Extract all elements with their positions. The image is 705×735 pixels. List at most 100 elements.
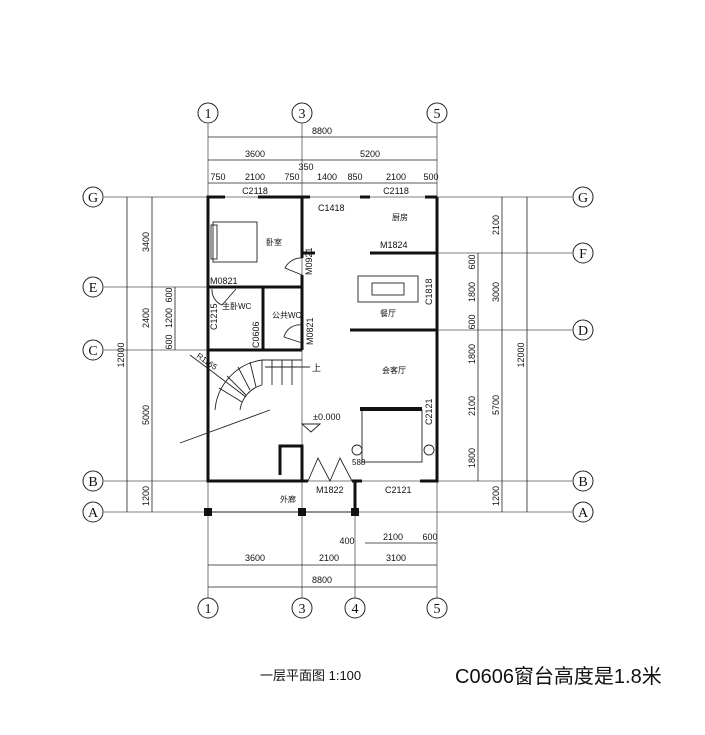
svg-text:600: 600 bbox=[164, 334, 174, 349]
axis-bubble-left-G: G bbox=[82, 186, 104, 208]
axis-bubble-left-C: C bbox=[82, 339, 104, 361]
svg-text:5: 5 bbox=[434, 107, 441, 122]
staircase bbox=[179, 354, 310, 444]
opening-labels: C2118 C2118 C1418 M1824 M0821 M0921 C121… bbox=[195, 186, 434, 495]
svg-text:A: A bbox=[578, 506, 589, 521]
room-dining: 餐厅 bbox=[380, 309, 396, 318]
svg-text:A: A bbox=[88, 506, 99, 521]
bottom-dimensions: 400 2100 600 3600 2100 3100 8800 bbox=[208, 532, 438, 588]
svg-text:600: 600 bbox=[422, 532, 437, 542]
svg-text:8800: 8800 bbox=[312, 126, 332, 136]
svg-text:B: B bbox=[578, 475, 587, 490]
svg-text:1200: 1200 bbox=[491, 486, 501, 506]
walls bbox=[204, 195, 439, 516]
svg-text:M0921: M0921 bbox=[304, 247, 314, 275]
svg-text:1: 1 bbox=[205, 602, 212, 617]
axis-bubble-bottom-4: 4 bbox=[344, 597, 366, 619]
svg-text:2100: 2100 bbox=[319, 553, 339, 563]
svg-text:12000: 12000 bbox=[116, 342, 126, 367]
svg-text:5000: 5000 bbox=[141, 405, 151, 425]
svg-text:2400: 2400 bbox=[141, 308, 151, 328]
svg-text:12000: 12000 bbox=[516, 342, 526, 367]
axis-bubble-bottom-1: 1 bbox=[197, 597, 219, 619]
svg-text:1200: 1200 bbox=[141, 486, 151, 506]
svg-text:M1822: M1822 bbox=[316, 485, 344, 495]
axis-bubble-left-B: B bbox=[82, 470, 104, 492]
svg-text:350: 350 bbox=[298, 162, 313, 172]
right-dimensions: 600 1800 600 1800 2100 1800 2100 3000 57… bbox=[467, 197, 528, 512]
furniture bbox=[210, 221, 435, 463]
svg-text:1800: 1800 bbox=[467, 448, 477, 468]
svg-text:8800: 8800 bbox=[312, 575, 332, 585]
svg-text:3: 3 bbox=[299, 107, 306, 122]
svg-text:5200: 5200 bbox=[360, 149, 380, 159]
axis-bubble-left-A: A bbox=[82, 501, 104, 523]
axis-bubble-right-B: B bbox=[572, 470, 594, 492]
axis-bubble-bottom-3: 3 bbox=[291, 597, 313, 619]
svg-text:C: C bbox=[88, 344, 97, 359]
svg-text:3100: 3100 bbox=[386, 553, 406, 563]
svg-text:3: 3 bbox=[299, 602, 306, 617]
svg-text:600: 600 bbox=[467, 314, 477, 329]
elevation-mark: ±0.000 bbox=[313, 412, 340, 422]
svg-text:1800: 1800 bbox=[467, 344, 477, 364]
room-kitchen: 厨房 bbox=[392, 212, 408, 222]
top-dimensions: 8800 3600 5200 750 2100 750 350 1400 850… bbox=[208, 126, 439, 184]
svg-text:600: 600 bbox=[467, 254, 477, 269]
svg-text:F: F bbox=[579, 247, 587, 262]
axis-bubble-right-F: F bbox=[572, 242, 594, 264]
left-dimensions: 12000 3400 2400 5000 1200 600 1200 600 bbox=[116, 197, 176, 512]
room-bedroom: 卧室 bbox=[266, 237, 282, 247]
svg-text:G: G bbox=[578, 191, 588, 206]
svg-text:500: 500 bbox=[423, 172, 438, 182]
axis-bubble-top-5: 5 bbox=[426, 102, 448, 124]
axis-bubble-top-1: 1 bbox=[197, 102, 219, 124]
svg-text:C2121: C2121 bbox=[385, 485, 412, 495]
svg-text:C2118: C2118 bbox=[242, 186, 268, 196]
svg-text:2100: 2100 bbox=[467, 396, 477, 416]
room-labels: 卧室 厨房 餐厅 主卧WC 公共WC 会客厅 外廊 上 ±0.000 bbox=[222, 212, 408, 504]
svg-text:600: 600 bbox=[164, 287, 174, 302]
svg-text:5: 5 bbox=[434, 602, 441, 617]
svg-text:5700: 5700 bbox=[491, 395, 501, 415]
axis-bubble-right-G: G bbox=[572, 186, 594, 208]
svg-text:C1818: C1818 bbox=[424, 278, 434, 305]
svg-text:3400: 3400 bbox=[141, 232, 151, 252]
svg-text:C0606: C0606 bbox=[251, 321, 261, 348]
svg-text:M0821: M0821 bbox=[210, 276, 238, 286]
svg-text:3000: 3000 bbox=[491, 282, 501, 302]
axis-bubble-top-3: 3 bbox=[291, 102, 313, 124]
svg-text:2100: 2100 bbox=[386, 172, 406, 182]
axis-bubble-right-A: A bbox=[572, 501, 594, 523]
svg-text:400: 400 bbox=[339, 536, 354, 546]
svg-text:2100: 2100 bbox=[491, 215, 501, 235]
svg-text:588: 588 bbox=[352, 458, 366, 467]
svg-text:750: 750 bbox=[210, 172, 225, 182]
axis-bubble-left-E: E bbox=[82, 276, 104, 298]
svg-text:B: B bbox=[88, 475, 97, 490]
svg-text:D: D bbox=[578, 324, 588, 339]
svg-text:E: E bbox=[89, 281, 98, 296]
svg-text:2100: 2100 bbox=[245, 172, 265, 182]
drawing-title: 一层平面图 1:100 bbox=[260, 668, 361, 683]
svg-text:4: 4 bbox=[352, 602, 359, 617]
svg-text:M0821: M0821 bbox=[305, 317, 315, 345]
svg-text:3600: 3600 bbox=[245, 553, 265, 563]
room-living: 会客厅 bbox=[382, 365, 406, 375]
stair-up-label: 上 bbox=[312, 363, 321, 373]
room-public-wc: 公共WC bbox=[272, 311, 302, 320]
svg-text:850: 850 bbox=[347, 172, 362, 182]
axis-bubble-right-D: D bbox=[572, 319, 594, 341]
svg-text:1200: 1200 bbox=[164, 308, 174, 328]
svg-text:3600: 3600 bbox=[245, 149, 265, 159]
drawing-note: C0606窗台高度是1.8米 bbox=[455, 665, 662, 688]
svg-text:M1824: M1824 bbox=[380, 240, 408, 250]
svg-text:C1215: C1215 bbox=[209, 303, 219, 330]
room-master-wc: 主卧WC bbox=[222, 301, 252, 311]
svg-text:C1418: C1418 bbox=[318, 203, 345, 213]
svg-text:C2121: C2121 bbox=[424, 398, 434, 425]
room-porch: 外廊 bbox=[280, 494, 296, 504]
svg-text:C2118: C2118 bbox=[383, 186, 409, 196]
svg-text:G: G bbox=[88, 191, 98, 206]
axis-bubble-bottom-5: 5 bbox=[426, 597, 448, 619]
